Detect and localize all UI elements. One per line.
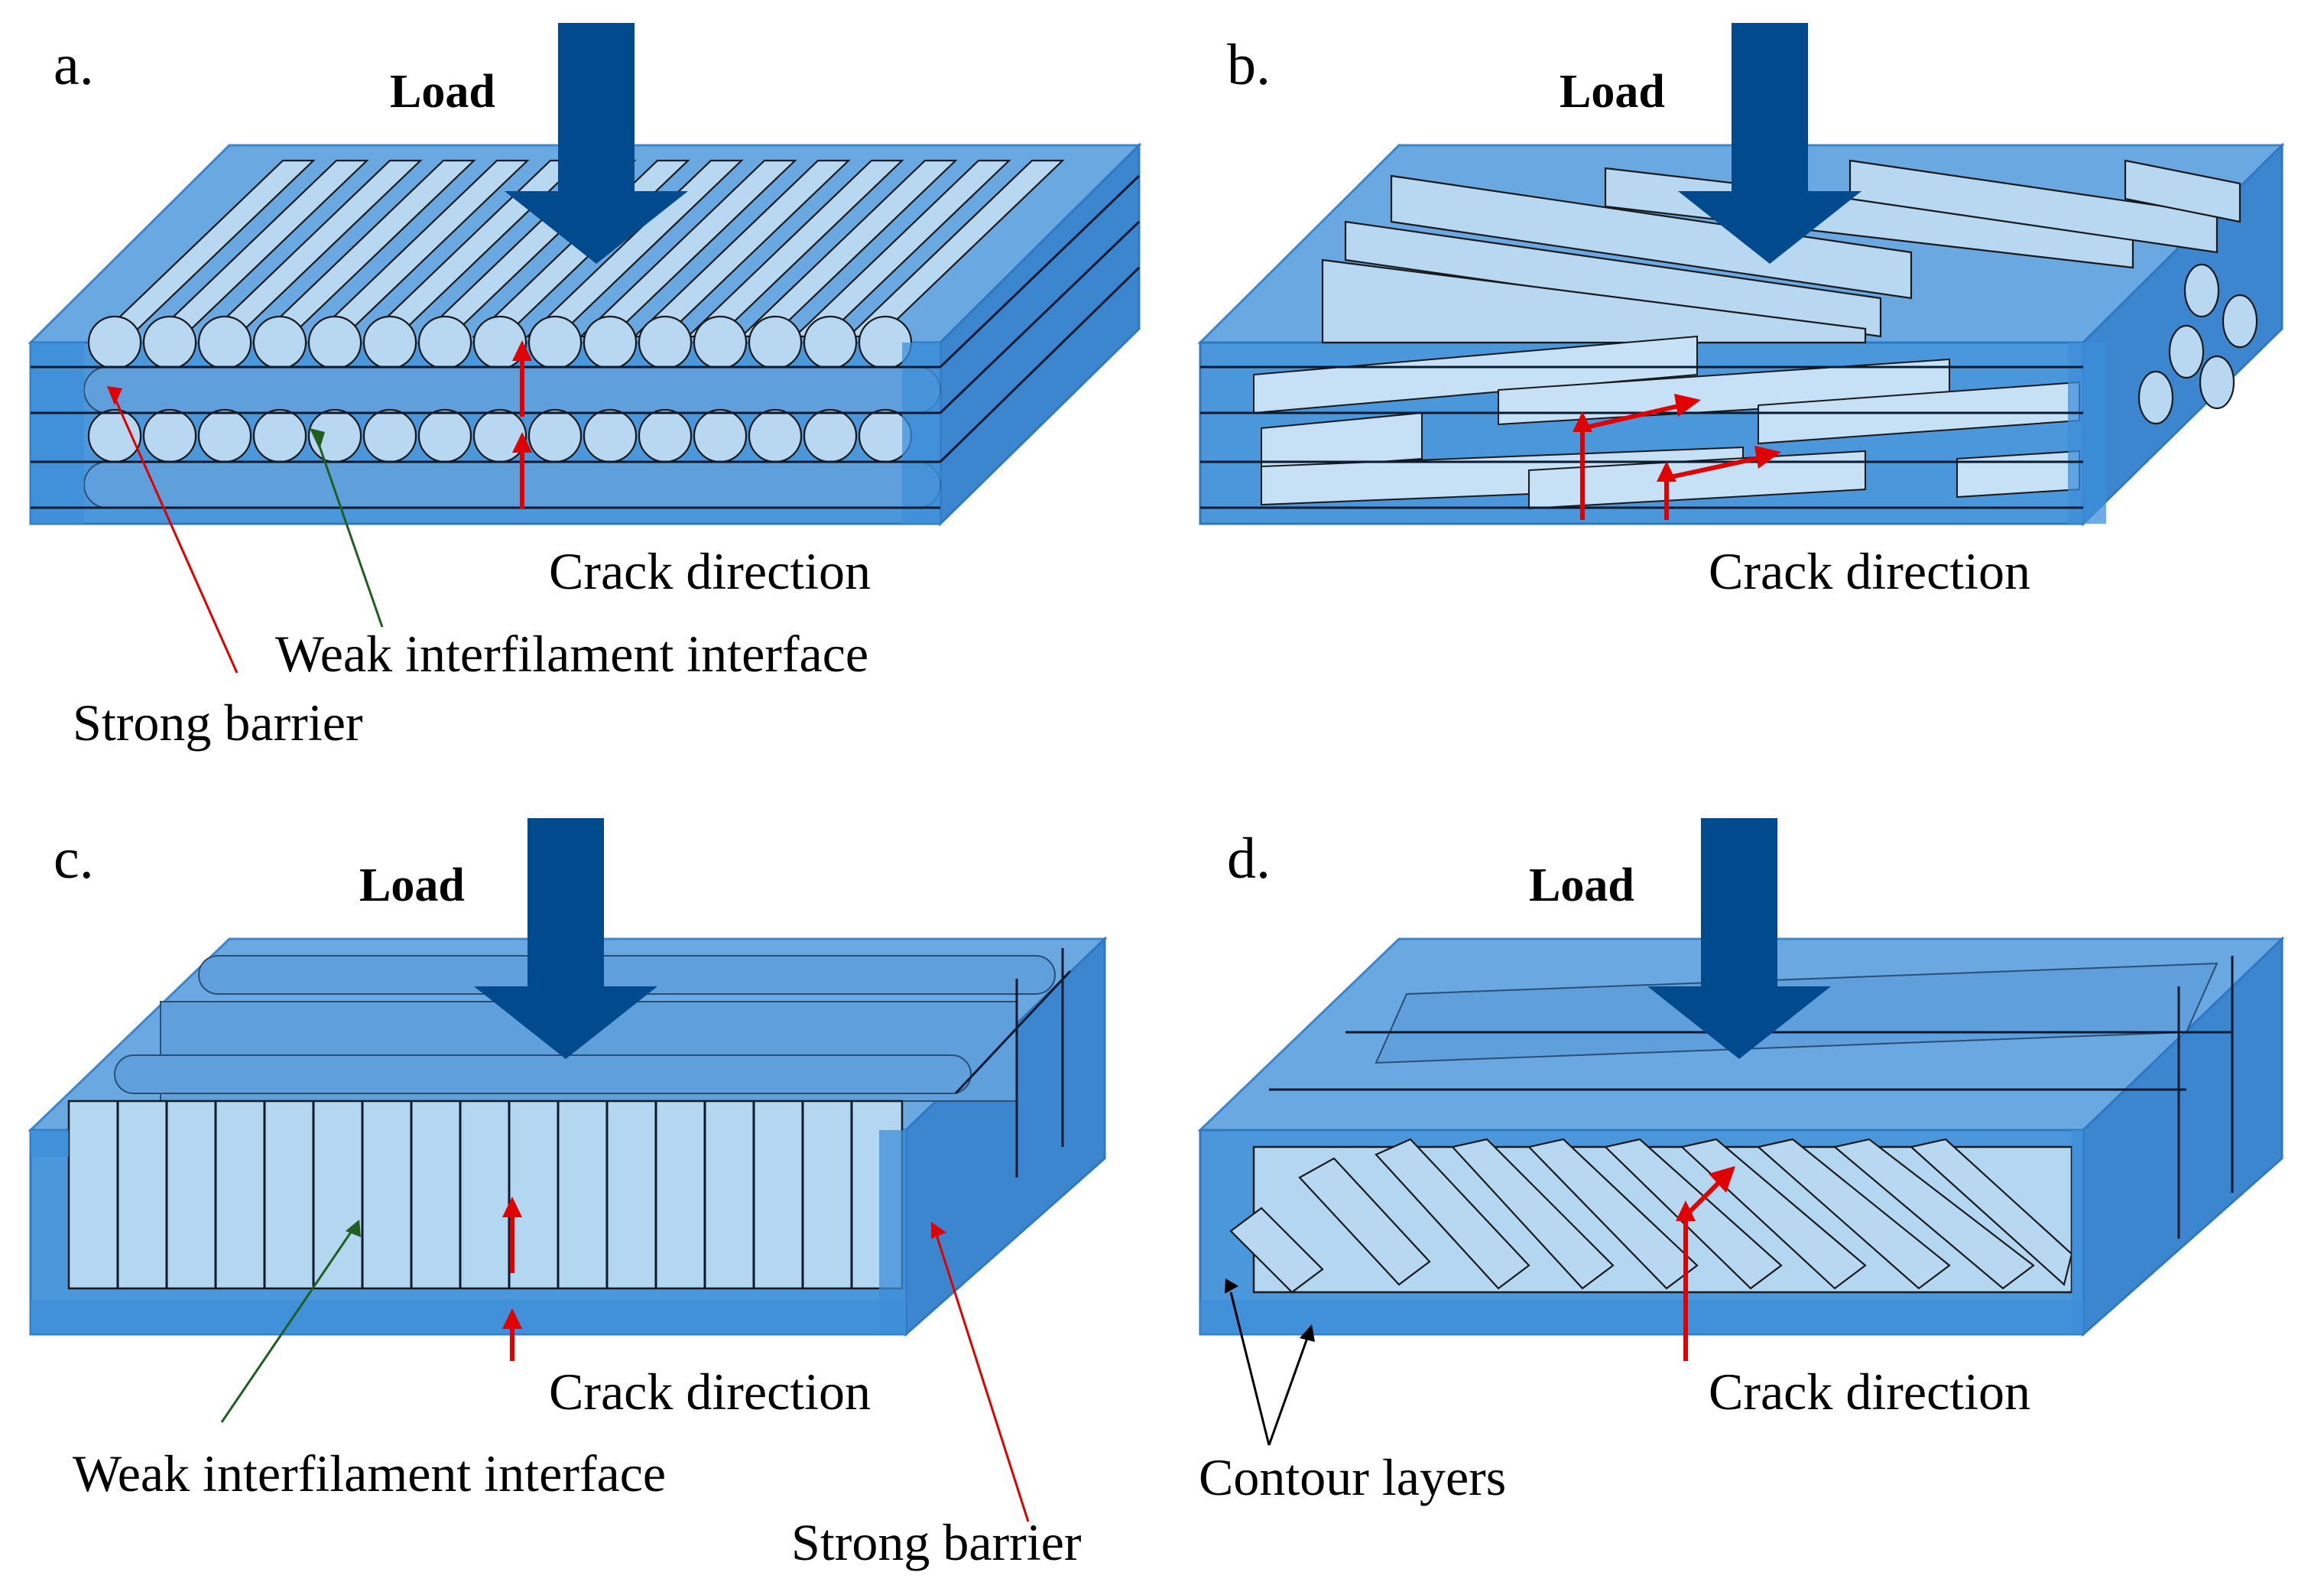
- panel-b-letter: b.: [1227, 33, 1271, 97]
- panel-a-letter: a.: [54, 33, 94, 97]
- panel-b: b. Load: [1197, 23, 2285, 600]
- panel-c-vertical-fibers: [67, 1100, 904, 1290]
- panel-a-load-label: Load: [390, 66, 495, 118]
- panel-b-crack-label: Crack direction: [1709, 542, 2030, 600]
- panel-a-front-fibers: [83, 315, 941, 508]
- panel-c-load-label: Load: [359, 859, 465, 911]
- panel-a-load-arrow: [505, 23, 688, 264]
- panel-d-contour-leader-2: [1267, 1337, 1309, 1446]
- panel-b-load-arrow: [1678, 23, 1861, 264]
- panel-a-crack-label: Crack direction: [549, 542, 871, 600]
- panel-d-contour-leader-1: [1229, 1291, 1271, 1446]
- panel-c-strong-label: Strong barrier: [791, 1513, 1082, 1571]
- panel-d: d. Load: [1197, 818, 2285, 1506]
- panel-b-crack-arrow: [1573, 394, 1781, 520]
- panel-a-weak-leader: [316, 439, 384, 628]
- panel-d-diagonal-fibers: [1229, 1138, 2073, 1294]
- panel-a-strong-label: Strong barrier: [73, 694, 363, 752]
- panel-a-crack-arrow: [512, 340, 532, 508]
- panel-a-strong-leader: [113, 397, 239, 674]
- panel-b-load-label: Load: [1560, 66, 1665, 118]
- panel-d-contour-label: Contour layers: [1199, 1448, 1506, 1506]
- panel-c-crack-arrow: [502, 1197, 522, 1361]
- panel-d-letter: d.: [1227, 827, 1271, 891]
- panel-a-weak-label: Weak interfilament interface: [275, 625, 868, 683]
- panel-c-load-arrow: [474, 818, 657, 1059]
- panel-c-crack-label: Crack direction: [549, 1363, 871, 1421]
- panel-c-weak-leader: [220, 1230, 353, 1423]
- panel-c-top-fibers: [114, 955, 1056, 1102]
- panel-d-load-arrow: [1647, 818, 1831, 1059]
- panel-c: c.: [28, 818, 1108, 1571]
- panel-d-crack-arrow: [1676, 1166, 1735, 1361]
- panel-c-letter: c.: [54, 827, 94, 891]
- panel-c-weak-label: Weak interfilament interface: [73, 1444, 666, 1502]
- panel-d-load-label: Load: [1529, 859, 1634, 911]
- panel-d-crack-label: Crack direction: [1709, 1363, 2030, 1421]
- panel-c-strong-leader: [935, 1234, 1030, 1522]
- panel-a: a.: [28, 23, 1142, 752]
